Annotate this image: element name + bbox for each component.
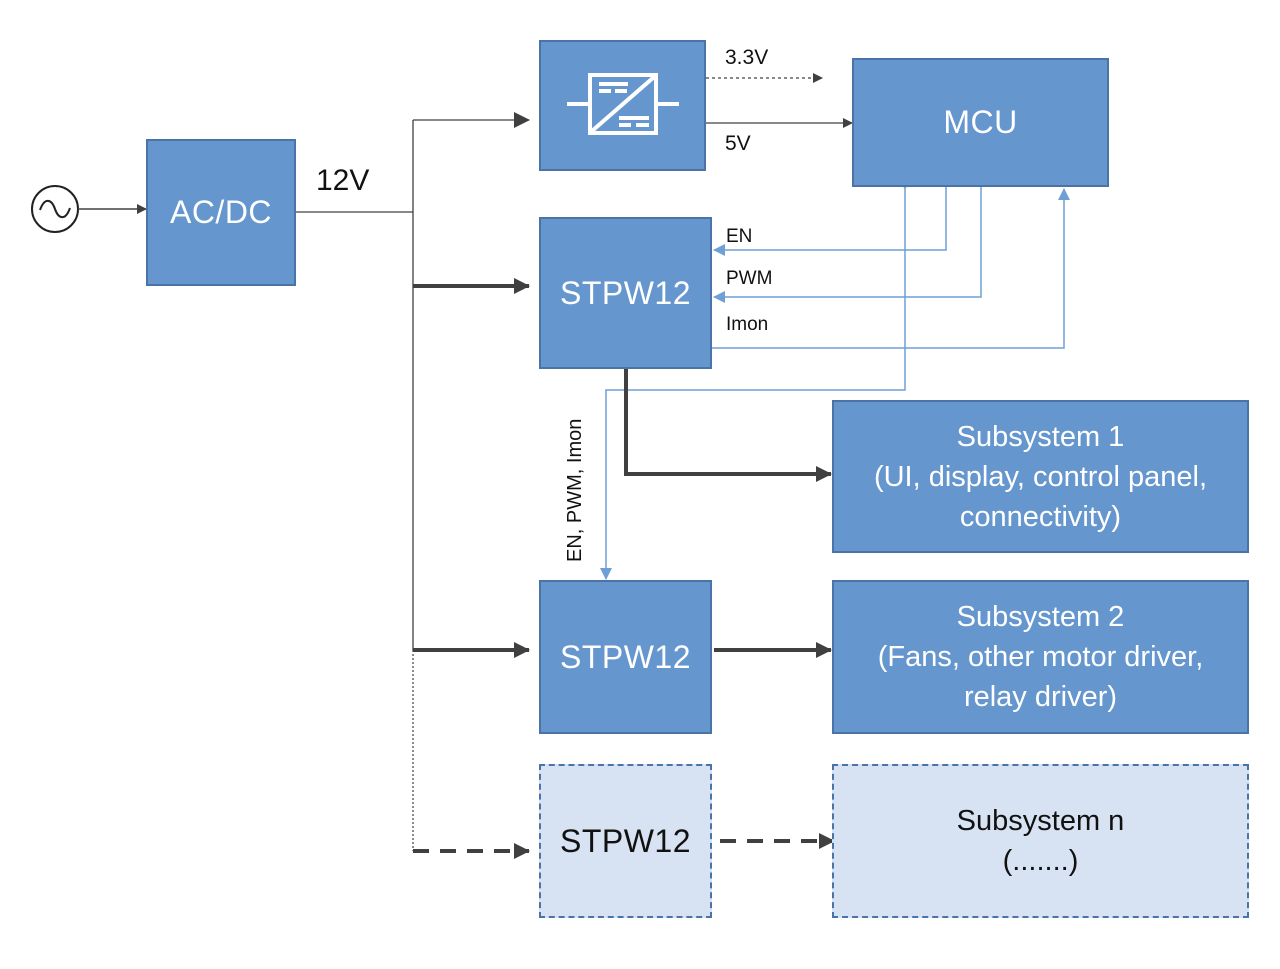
imon-label: Imon bbox=[726, 314, 769, 335]
subsystem2-desc-line1: (Fans, other motor driver, bbox=[877, 641, 1204, 673]
combined-signal-bus bbox=[600, 178, 911, 580]
stpw12-block-1: STPW12 bbox=[539, 217, 712, 369]
subsystem2-desc-line2: relay driver) bbox=[963, 681, 1118, 713]
stpw12-block-2: STPW12 bbox=[539, 580, 712, 734]
subsystem1-block: Subsystem 1 (UI, display, control panel,… bbox=[832, 400, 1249, 553]
acdc-label: AC/DC bbox=[169, 194, 273, 230]
stpw12-label: STPW12 bbox=[559, 638, 692, 675]
mcu-block: MCU bbox=[852, 58, 1109, 187]
subsystem2-title: Subsystem 2 bbox=[956, 601, 1125, 633]
subsystem1-title: Subsystem 1 bbox=[956, 420, 1125, 453]
ac-sine-source-icon bbox=[31, 185, 79, 233]
subsystem1-desc-line1: (UI, display, control panel, bbox=[873, 460, 1208, 493]
subsystem1-desc-line2: connectivity) bbox=[959, 500, 1122, 533]
subsystemn-desc: (.......) bbox=[1002, 845, 1079, 877]
bus-voltage-label: 12V bbox=[316, 164, 370, 197]
pwm-label: PWM bbox=[726, 268, 773, 289]
acdc-block: AC/DC bbox=[146, 139, 296, 286]
mcu-label: MCU bbox=[943, 104, 1018, 140]
stpw1-to-subsystem1-arrow bbox=[624, 369, 832, 482]
stpw12-label: STPW12 bbox=[559, 274, 692, 311]
subsystemn-block: Subsystem n (.......) bbox=[832, 764, 1249, 918]
combined-signals-label: EN, PWM, Imon bbox=[564, 418, 586, 562]
subsystemn-title: Subsystem n bbox=[956, 805, 1125, 837]
12v-bus bbox=[296, 120, 414, 851]
stpw12-label: STPW12 bbox=[559, 822, 692, 859]
subsystem2-block: Subsystem 2 (Fans, other motor driver, r… bbox=[832, 580, 1249, 734]
3v3-label: 3.3V bbox=[725, 46, 769, 69]
dc-dc-converter-icon bbox=[566, 72, 679, 135]
converter-block bbox=[539, 40, 706, 171]
stpw12-block-n: STPW12 bbox=[539, 764, 712, 918]
en-label: EN bbox=[726, 226, 753, 247]
5v-label: 5V bbox=[725, 132, 751, 155]
